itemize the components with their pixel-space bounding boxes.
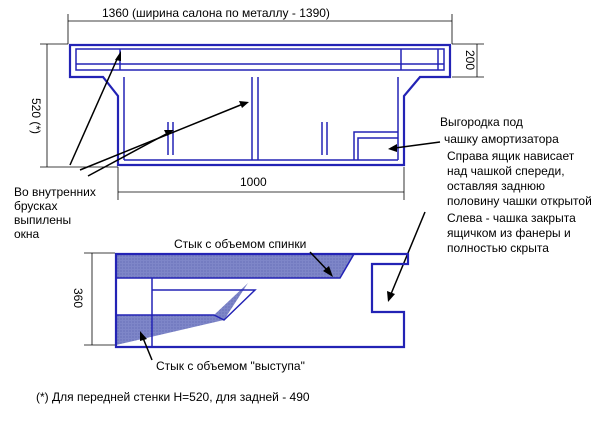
top-view-outline	[68, 43, 452, 167]
ledge-joint-label: Стык с объемом "выступа"	[156, 359, 305, 373]
partition-line-1: Выгородка под	[440, 115, 523, 129]
left-box-note: Слева - чашка закрыта ящичком из фанеры …	[447, 211, 576, 255]
stub-right	[321, 122, 328, 155]
back-joint-hatch	[116, 255, 354, 278]
ledge-joint-hatch	[116, 283, 248, 345]
back-joint-note: Стык с объемом спинки	[174, 237, 333, 277]
top-inner-bar	[75, 48, 445, 71]
side-view: 360	[71, 252, 410, 349]
partition-line-2: чашку амортизатора	[444, 132, 559, 146]
right-box-line-3: оставляя заднюю	[447, 179, 545, 193]
cutouts-line-1: Во внутренних	[14, 185, 96, 199]
depth-label: 520 (*)	[29, 98, 43, 134]
footnote: (*) Для передней стенки H=520, для задне…	[36, 390, 310, 404]
left-box-line-2: ящичком из фанеры и	[447, 226, 571, 240]
shock-cup-partition	[353, 131, 398, 160]
height-200-dimension: 200	[452, 43, 484, 78]
right-box-note: Справа ящик нависает над чашкой спереди,…	[447, 149, 592, 208]
right-box-line-4: половину чашки открытой	[447, 194, 592, 208]
width-dimension: 1360 (ширина салона по металлу - 1390)	[67, 6, 453, 44]
back-joint-label: Стык с объемом спинки	[174, 237, 306, 251]
cutouts-arrows	[69, 51, 249, 177]
side-inner-line-a	[116, 253, 355, 279]
right-box-line-2: над чашкой спереди,	[447, 164, 565, 178]
height-360-dimension: 360	[71, 252, 115, 346]
partition-arrow	[388, 141, 441, 152]
height-200-label: 200	[463, 50, 477, 70]
inner-width-label: 1000	[240, 175, 267, 189]
cutouts-line-2: брусках	[14, 199, 57, 213]
inner-width-dimension: 1000	[117, 167, 405, 200]
side-inner-line-c	[116, 289, 257, 321]
left-box-line-1: Слева - чашка закрыта	[447, 211, 576, 225]
depth-dimension: 520 (*)	[29, 43, 118, 168]
right-box-arrow	[387, 211, 426, 302]
side-view-outline	[114, 252, 410, 349]
cutouts-line-3: выпилены	[14, 213, 71, 227]
right-box-line-1: Справа ящик нависает	[447, 149, 575, 163]
left-box-line-3: полностью скрыта	[447, 241, 549, 255]
width-label: 1360 (ширина салона по металлу - 1390)	[102, 6, 330, 20]
ledge-joint-note: Стык с объемом "выступа"	[140, 331, 305, 373]
height-360-label: 360	[71, 288, 85, 308]
cutouts-note: Во внутренних брусках выпилены окна	[14, 185, 96, 241]
stub-left	[167, 122, 174, 155]
partition-note: Выгородка под чашку амортизатора	[440, 115, 559, 146]
cutouts-line-4: окна	[14, 227, 40, 241]
